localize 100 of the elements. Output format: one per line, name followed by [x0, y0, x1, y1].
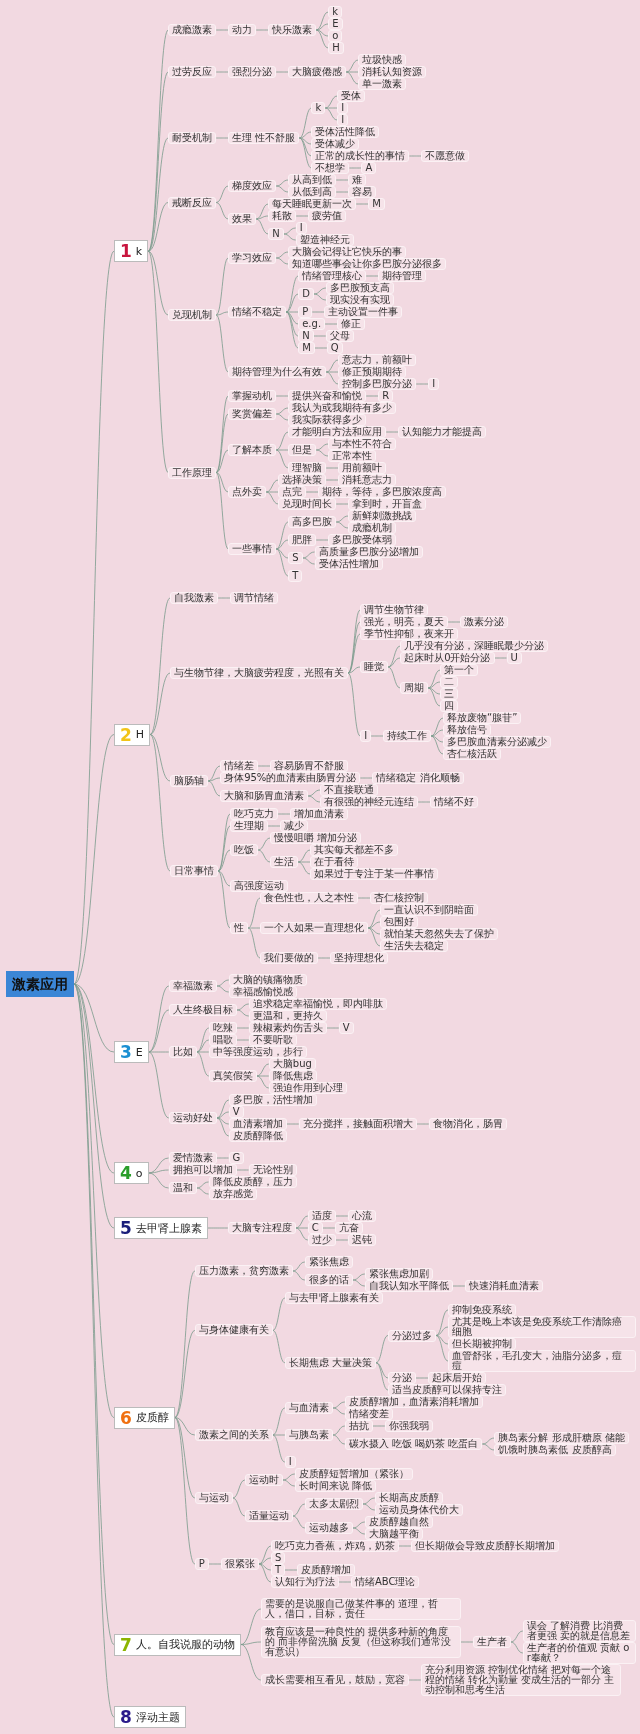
connector-line: [286, 1123, 300, 1125]
topic-node: 奖赏偏差: [228, 408, 277, 420]
topic-node: 四: [440, 700, 459, 712]
connector-line: [275, 548, 289, 559]
connector-line: [427, 669, 441, 689]
topic-node: 期待管理: [378, 270, 427, 282]
topic-node: 但长期被抑制: [448, 1338, 517, 1350]
connector-line: [430, 729, 444, 737]
connector-line: [435, 1309, 449, 1336]
connector-line: [148, 1051, 170, 1053]
connector-line: [335, 1215, 349, 1217]
connector-line: [292, 1261, 306, 1272]
connector-line: [174, 1417, 196, 1565]
topic-node: 垃圾快感: [358, 54, 407, 66]
connector-line: [215, 314, 229, 373]
connector-line: [147, 250, 169, 473]
topic-node: S: [288, 552, 303, 564]
connector-line: [345, 71, 359, 73]
connector-line: [215, 71, 229, 73]
topic-node: 与身体健康有关: [194, 1324, 273, 1337]
topic-node: G: [228, 1152, 245, 1164]
topic-node: 不想学: [311, 162, 350, 174]
topic-node: T: [288, 570, 303, 582]
connector-line: [307, 789, 321, 797]
topic-node: 更温和，更持久: [248, 1010, 327, 1022]
topic-node: 杏仁核控制: [370, 892, 429, 904]
connector-line: [335, 521, 349, 529]
connector-line: [409, 155, 422, 157]
connector-line: [359, 777, 373, 779]
connector-line: [285, 275, 299, 313]
connector-line: [236, 1169, 249, 1171]
topic-node: 过少: [307, 1234, 336, 1246]
connector-line: [149, 734, 171, 782]
topic-node: S: [270, 1552, 286, 1564]
connector-line: [427, 681, 441, 689]
connector-line: [240, 1641, 262, 1645]
topic-node: 第一个: [440, 664, 479, 676]
topic-node: 单一激素: [358, 78, 407, 90]
connector-line: [73, 983, 115, 1418]
connector-line: [416, 1123, 430, 1125]
topic-node: 分泌过多: [388, 1329, 437, 1342]
connector-line: [216, 985, 230, 993]
topic-node: 日常事情: [170, 865, 219, 877]
topic-node: 皮质醇短暂增加（紧张）: [294, 1468, 413, 1480]
topic-node: N: [298, 330, 314, 342]
connector-line: [258, 1563, 272, 1571]
topic-node: 大脑bug: [268, 1058, 316, 1070]
topic-node: 兑现时间长: [278, 498, 337, 510]
connector-line: [257, 765, 271, 767]
connector-line: [73, 983, 115, 1053]
connector-line: [217, 870, 231, 887]
topic-node: V: [338, 1022, 354, 1034]
topic-node: 中等强度运动，步行: [208, 1046, 307, 1058]
connector-line: [375, 1362, 389, 1391]
topic-node: 降低皮质醇，压力: [208, 1176, 297, 1188]
connector-line: [240, 1644, 262, 1681]
connector-line: [322, 1227, 336, 1229]
connector-line: [299, 137, 312, 145]
connector-line: [347, 633, 361, 674]
connector-line: [447, 621, 461, 623]
topic-node: 主动设置一件事: [324, 306, 403, 318]
connector-line: [325, 359, 339, 373]
topic-node: 受体减少: [311, 138, 360, 150]
connector-line: [315, 443, 329, 451]
connector-line: [349, 167, 362, 169]
topic-node: 适度: [307, 1210, 336, 1222]
central-topic: 激素应用: [6, 971, 74, 998]
topic-node: 耗散: [268, 210, 297, 222]
topic-node: 在于看待: [310, 856, 359, 868]
connector-line: [367, 927, 381, 947]
topic-node: 工作原理: [168, 466, 217, 479]
topic-node: 运动好处: [168, 1112, 217, 1124]
topic-node: P: [194, 1558, 209, 1570]
topic-node: 减少: [280, 820, 309, 832]
connector-line: [232, 1479, 246, 1499]
connector-line: [217, 870, 231, 929]
connector-line: [347, 672, 361, 737]
topic-node: C: [307, 1222, 323, 1234]
topic-node: 杏仁核活跃: [443, 748, 502, 760]
topic-node: I: [360, 730, 372, 742]
connector-line: [275, 179, 289, 187]
topic-node: Q: [326, 342, 343, 354]
topic-node: 持续工作: [383, 730, 432, 742]
topic-node: 教育应该是一种良性的 提供多种新的角度的 而非停留洗脑 反复（但这称我们通常没有意识）: [260, 1626, 461, 1658]
topic-node: 正常本性: [328, 450, 377, 462]
connector-line: [275, 251, 289, 259]
topic-node: 放弃感觉: [208, 1188, 257, 1200]
topic-node: 大脑越平衡: [364, 1528, 423, 1540]
connector-line: [325, 479, 339, 481]
connector-line: [215, 395, 229, 473]
topic-node: 吃饭: [230, 844, 259, 856]
connector-line: [174, 1417, 196, 1436]
connector-line: [215, 472, 229, 493]
connector-line: [295, 215, 309, 217]
connector-line: [335, 179, 349, 181]
topic-node: 修正预期期待: [338, 366, 407, 378]
connector-line: [247, 927, 261, 929]
topic-node: 难: [348, 174, 367, 186]
topic-node: I: [295, 222, 307, 234]
connector-line: [216, 1099, 230, 1119]
